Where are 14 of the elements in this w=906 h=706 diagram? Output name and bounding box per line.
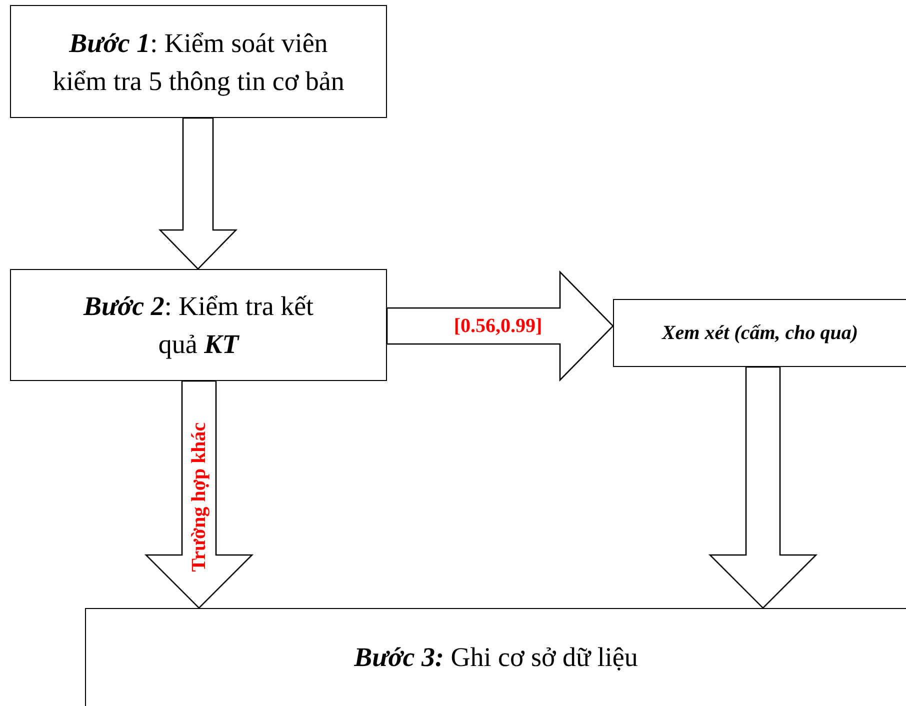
step-text: Bước 2: Kiểm tra kết quả KT <box>82 290 315 361</box>
process-box <box>10 5 387 118</box>
process-box <box>85 608 906 706</box>
step-text: Xem xét (cấm, cho qua) <box>662 321 858 346</box>
edge-label: [0.56,0.99] <box>454 316 542 336</box>
block-arrow <box>158 117 238 270</box>
block-arrow <box>708 366 818 609</box>
block-arrow <box>144 380 254 609</box>
block-arrow <box>386 270 614 382</box>
edge-label: Trường hợp khác <box>189 422 209 572</box>
step-text: Bước 3: Ghi cơ sở dữ liệu <box>354 641 638 674</box>
process-box <box>10 269 387 381</box>
process-box <box>613 299 906 367</box>
step-text: Bước 1: Kiểm soát viên kiểm tra 5 thông tin cơ bản <box>52 26 346 98</box>
